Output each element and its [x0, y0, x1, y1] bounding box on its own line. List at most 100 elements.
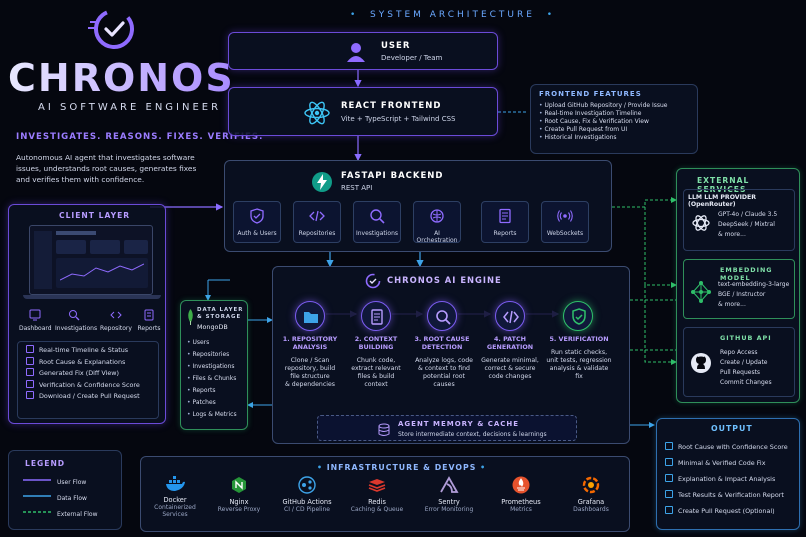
embedding-title: EMBEDDING MODEL [720, 266, 773, 282]
list-item: • Real-time Investigation Timeline [539, 110, 642, 117]
nginx-icon [232, 477, 246, 493]
react-icon [303, 100, 331, 130]
llm-item: DeepSeek / Mixtral [718, 221, 775, 228]
database-icon [378, 422, 390, 441]
storage-db: MongoDB [197, 323, 228, 331]
external-services-panel: EXTERNAL SERVICES LLM LLM PROVIDER (Open… [676, 168, 800, 403]
check-icon [665, 474, 673, 482]
legend-title: LEGEND [25, 459, 66, 468]
backend-title: FASTAPI BACKEND [341, 171, 444, 181]
client-features: Real-time Timeline & Status Root Cause &… [17, 341, 159, 419]
folder-icon [304, 312, 318, 323]
step-5-desc: Run static checks,unit tests, regression… [546, 349, 612, 380]
list-item: • Root Cause, Fix & Verification View [539, 118, 649, 125]
check-icon [26, 391, 34, 399]
output-panel: OUTPUT Root Cause with Confidence Score … [656, 418, 800, 530]
list-item: • Investigations [187, 363, 235, 370]
list-item: • Users [187, 339, 210, 346]
list-item: Generated Fix (Diff View) [26, 368, 158, 380]
search-icon [436, 310, 451, 325]
github-item: Repo Access [720, 349, 758, 356]
github-api-box: GITHUB API Repo Access Create / Update P… [683, 327, 795, 397]
list-item: • Files & Chunks [187, 375, 237, 382]
tab-repository[interactable]: Repository [99, 306, 133, 333]
check-icon [665, 442, 673, 450]
storage-list: • Users • Repositories • Investigations … [187, 337, 237, 421]
legend-user-flow: User Flow [57, 479, 87, 486]
llm-item: & more... [718, 231, 746, 238]
github-title: GITHUB API [720, 334, 772, 342]
network-icon [690, 280, 712, 308]
check-icon [26, 379, 34, 388]
github-item: Commit Changes [720, 379, 772, 386]
document-icon [499, 208, 511, 224]
brand-name: CHRONOS [8, 56, 235, 100]
github-item: Pull Requests [720, 369, 761, 376]
client-layer-panel: CLIENT LAYER Dashboard Investigations Re… [8, 204, 166, 424]
check-icon [26, 356, 34, 365]
list-item: • Upload GitHub Repository / Provide Iss… [539, 102, 668, 109]
document-icon [144, 309, 154, 321]
step-2-circle [361, 301, 391, 331]
github-icon [690, 352, 712, 378]
mongodb-leaf-icon [186, 309, 195, 329]
storage-panel: DATA LAYER& STORAGE MongoDB • Users • Re… [180, 300, 248, 430]
legend-panel: LEGEND User Flow Data Flow External Flow [8, 450, 122, 530]
brand-tagline: INVESTIGATES. REASONS. FIXES. VERIFIES. [16, 132, 264, 142]
list-item: Root Cause & Explanations [26, 356, 158, 369]
user-title: USER [381, 41, 411, 51]
list-item: Root Cause with Confidence Score [665, 439, 788, 455]
list-item: Real-time Timeline & Status [26, 345, 158, 357]
user-panel: USER Developer / Team [228, 32, 498, 70]
module-ai-orchestration: AI Orchestration [413, 201, 461, 244]
docker-icon [166, 476, 185, 491]
prometheus-icon [512, 476, 530, 494]
document-icon [371, 309, 383, 325]
diagram-title: • SYSTEM ARCHITECTURE • [350, 10, 555, 20]
list-item: • Logs & Metrics [187, 411, 237, 418]
list-item: • Reports [187, 387, 216, 394]
redis-icon [368, 479, 386, 492]
list-item: • Historical Investigations [539, 134, 617, 141]
storage-title: DATA LAYER& STORAGE [197, 307, 244, 320]
frontend-panel: REACT FRONTEND Vite + TypeScript + Tailw… [228, 87, 498, 136]
output-title: OUTPUT [711, 424, 753, 433]
infra-redis: Redis Caching & Queue [342, 476, 412, 513]
brain-icon [430, 209, 444, 223]
module-websockets: WebSockets [541, 201, 589, 243]
list-item: Create Pull Request (Optional) [665, 503, 788, 519]
chronos-logo-icon [88, 6, 136, 56]
legend-data-flow: Data Flow [57, 495, 87, 502]
module-reports: Reports [481, 201, 529, 243]
embedding-model-box: EMBEDDING MODEL text-embedding-3-large B… [683, 259, 795, 319]
brand-subtitle: AI SOFTWARE ENGINEER [38, 102, 222, 113]
step-4-circle [495, 301, 525, 331]
search-icon [370, 209, 385, 224]
tab-reports[interactable]: Reports [135, 306, 163, 333]
check-icon [665, 506, 673, 514]
list-item: • Create Pull Request from UI [539, 126, 628, 133]
output-list: Root Cause with Confidence Score Minimal… [665, 439, 788, 519]
legend-swatches [23, 479, 51, 513]
module-auth: Auth & Users [233, 201, 281, 243]
infra-nginx: Nginx Reverse Proxy [204, 476, 274, 513]
frontend-title: REACT FRONTEND [341, 101, 442, 111]
llm-title: LLM LLM PROVIDER (OpenRouter) [688, 194, 757, 208]
frontend-sub: Vite + TypeScript + Tailwind CSS [341, 115, 456, 123]
tab-investigations[interactable]: Investigations [55, 306, 97, 333]
engine-title: CHRONOS AI ENGINE [387, 275, 502, 285]
tab-dashboard[interactable]: Dashboard [19, 306, 52, 333]
check-icon [665, 458, 673, 466]
github-item: Create / Update [720, 359, 768, 366]
code-icon [309, 210, 325, 222]
check-icon [26, 368, 34, 376]
backend-panel: FASTAPI BACKEND REST API Auth & Users Re… [224, 160, 612, 252]
chronos-small-icon [365, 273, 381, 293]
